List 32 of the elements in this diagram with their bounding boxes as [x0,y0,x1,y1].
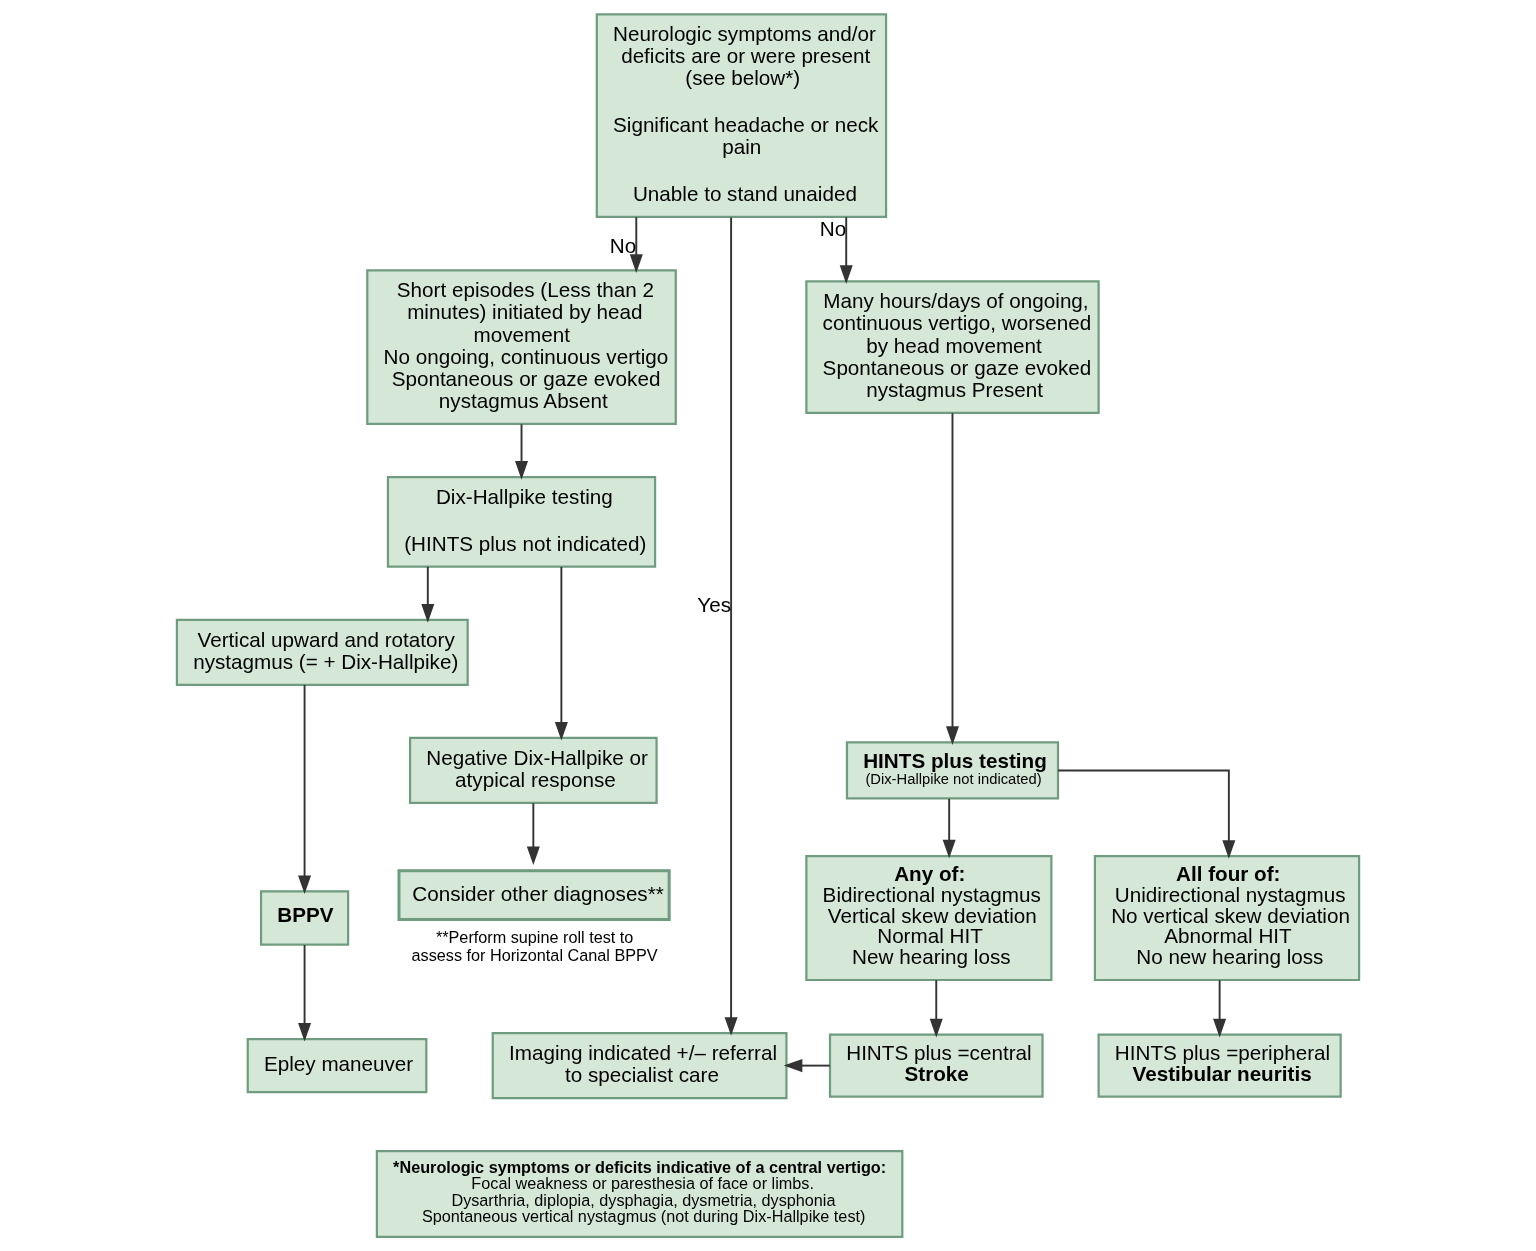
arrow [554,565,568,741]
node-box: Short episodes (Less than 2 minutes) initiated by head movement No ongoing, continuous vertigo Spontaneous or gaze evoked nystagmus Absent [366,269,677,425]
arrow [839,216,853,284]
node-box: HINTS plus =central Stroke [828,1033,1044,1098]
node-box: Many hours/days of ongoing, continuous vertigo, worsened by head movement Spontaneous or gaze evoked nystagmus Present [805,280,1100,414]
arrow [629,216,643,273]
node-box: Negative Dix-Hallpike or atypical response [409,736,658,804]
node-box: Vertical upward and rotatory nystagmus (= + Dix-Hallpike) [175,618,469,686]
arrow [945,412,959,745]
node-box: Neurologic symptoms and/or deficits are or were present (see below*) Significant headache or neck pain Unable to stand unaided [595,13,888,219]
arrow [1057,769,1236,859]
arrow [298,944,312,1042]
node-box: BPPV [259,890,350,946]
node-box: All four of: Unidirectional nystagmus No vertical skew deviation Abnormal HIT No new hearing loss [1093,854,1361,982]
node-label: **Perform supine roll test to assess for Horizontal Canal BPPV [411,927,658,964]
arrow [1213,979,1227,1038]
arrow [929,979,943,1038]
arrow [421,565,435,623]
node-box: Imaging indicated +/– referral to specialist care [491,1032,788,1100]
node-box: Epley maneuver [246,1037,428,1094]
edge-label: No [609,233,637,257]
node-box: Dix-Hallpike testing (HINTS plus not indicated) [386,476,657,568]
arrow [298,683,312,895]
arrow [942,797,956,859]
arrow [515,423,529,480]
arrow [783,1059,831,1073]
node-box: HINTS plus testing (Dix-Hallpike not indicated) [845,741,1060,800]
arrow [526,802,540,866]
arrow [724,216,738,1036]
node-box: HINTS plus =peripheral Vestibular neuritis [1097,1033,1342,1098]
node-box: *Neurologic symptoms or deficits indicative of a central vertigo: Focal weakness or paresthesia of face or limbs. Dysarthria, diplopia, dysphagia, dysmetria, dysphonia Spontaneous vertical nystagmus (not during Dix-Hallpike test) [375,1150,904,1238]
node-box: Any of: Bidirectional nystagmus Vertical skew deviation Normal HIT New hearing loss [805,854,1053,982]
